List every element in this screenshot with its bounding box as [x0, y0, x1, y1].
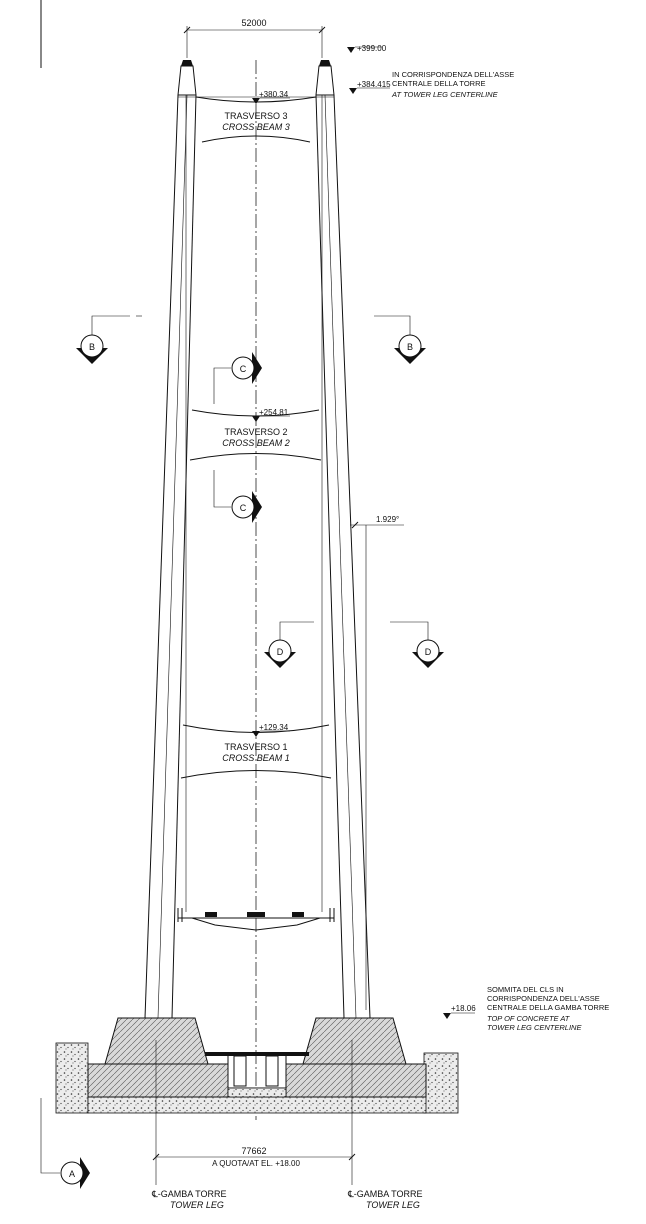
section-c-top-marker — [213, 352, 262, 404]
note-top-line3: AT TOWER LEG CENTERLINE — [391, 90, 499, 99]
slope-dimension — [350, 521, 404, 1010]
left-tower-leg — [144, 60, 197, 1019]
section-b-left-letter: B — [89, 342, 95, 352]
beam3-label-it: TRASVERSO 3 — [224, 111, 287, 121]
section-b-left-marker — [76, 315, 142, 364]
leg-centerline-elevation-marker — [349, 87, 390, 94]
base-width-dimension — [152, 1040, 356, 1185]
beam2-elevation-text: +254.81 — [259, 408, 289, 417]
beam2-label-en: CROSS BEAM 2 — [222, 438, 290, 448]
foundation — [55, 1017, 459, 1114]
section-c-top-letter: C — [240, 364, 247, 374]
right-tower-leg — [315, 60, 371, 1019]
top-elevation-text: +399.00 — [357, 44, 387, 53]
section-c-bottom-letter: C — [240, 503, 247, 513]
beam1-elevation-text: +129.34 — [259, 723, 289, 732]
section-b-right-marker — [374, 315, 426, 364]
section-d-right-letter: D — [425, 647, 432, 657]
top-width-text: 52000 — [241, 18, 266, 28]
left-leg-label-en: TOWER LEG — [170, 1200, 224, 1210]
cross-beam-2 — [189, 409, 322, 461]
section-a-letter: A — [69, 1169, 75, 1179]
beam1-label-it: TRASVERSO 1 — [224, 742, 287, 752]
slope-text: 1.929° — [376, 515, 399, 524]
section-d-right-marker — [390, 621, 444, 668]
base-elevation-label: A QUOTA/AT EL. +18.00 — [212, 1159, 300, 1168]
leg-centerline-elevation-text: +384.415 — [357, 80, 391, 89]
top-width-dimension — [183, 26, 326, 58]
top-elevation-marker — [347, 46, 382, 53]
section-d-left-letter: D — [277, 647, 284, 657]
note-base-line5: TOWER LEG CENTERLINE — [487, 1023, 582, 1032]
cross-beam-1 — [180, 724, 332, 779]
note-top-line1: IN CORRISPONDENZA DELL'ASSE — [392, 70, 514, 79]
right-leg-label-it: ℄-GAMBA TORRE — [347, 1189, 422, 1199]
note-base-line2: CORRISPONDENZA DELL'ASSE — [487, 994, 600, 1003]
concrete-top-elevation-text: +18.06 — [451, 1004, 476, 1013]
note-top-line2: CENTRALE DELLA TORRE — [392, 79, 486, 88]
note-base-line4: TOP OF CONCRETE AT — [487, 1014, 571, 1023]
beam1-label-en: CROSS BEAM 1 — [222, 753, 290, 763]
section-c-bottom-marker — [213, 470, 262, 523]
deck-section — [177, 908, 335, 931]
left-leg-label-it: ℄-GAMBA TORRE — [151, 1189, 226, 1199]
note-base-line1: SOMMITA DEL CLS IN — [487, 985, 564, 994]
concrete-top-elevation-marker — [443, 1012, 475, 1019]
section-d-left-marker — [264, 621, 314, 668]
beam2-label-it: TRASVERSO 2 — [224, 427, 287, 437]
beam3-label-en: CROSS BEAM 3 — [222, 122, 290, 132]
section-b-right-letter: B — [407, 342, 413, 352]
cross-beam-3 — [178, 96, 334, 143]
beam3-elevation-text: +380.34 — [259, 90, 289, 99]
note-base-line3: CENTRALE DELLA GAMBA TORRE — [487, 1003, 609, 1012]
section-a-marker — [40, 1098, 90, 1189]
right-leg-label-en: TOWER LEG — [366, 1200, 420, 1210]
base-width-text: 77662 — [241, 1146, 266, 1156]
